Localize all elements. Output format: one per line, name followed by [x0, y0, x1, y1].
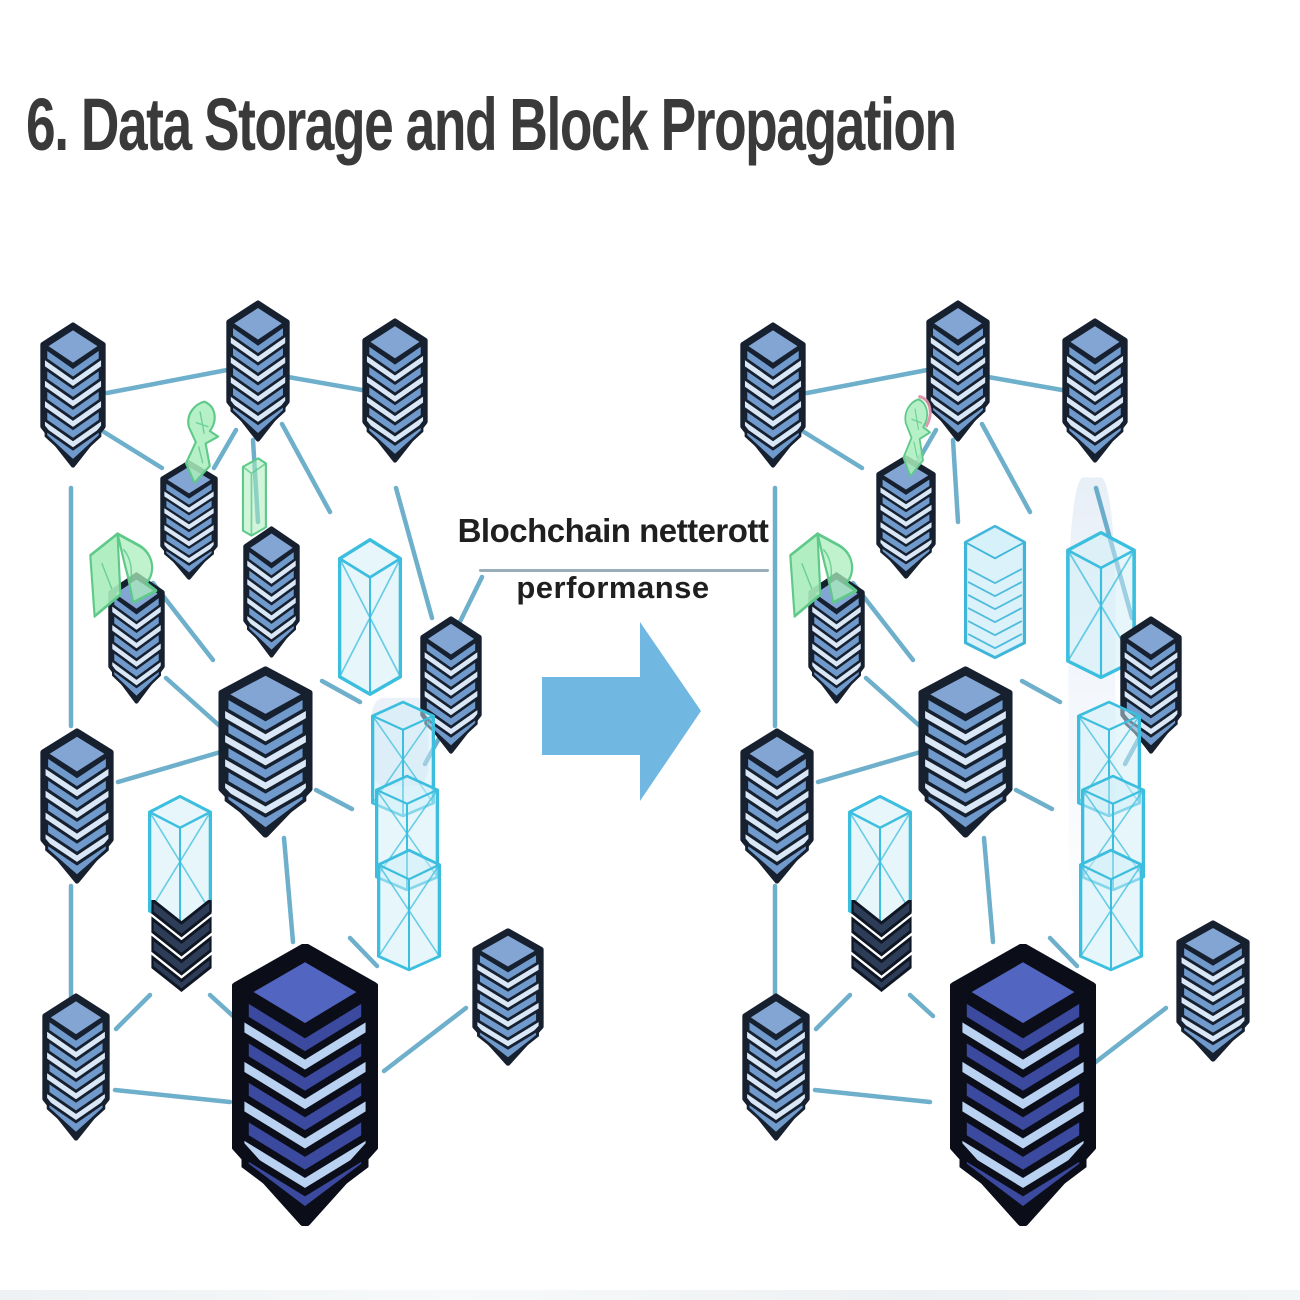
- storage-node: [929, 303, 988, 439]
- storage-node: [162, 462, 215, 577]
- storage-node: [743, 731, 811, 881]
- edge-line: [207, 992, 236, 1019]
- storage-node: [878, 457, 933, 576]
- storage-node: [43, 325, 104, 465]
- storage-node: [245, 529, 297, 656]
- edge-line: [863, 675, 925, 731]
- storage-node: [475, 931, 541, 1063]
- edge-line: [319, 678, 363, 705]
- center-label-line1: Blochchain netterott: [457, 512, 769, 549]
- primary-storage-node: [956, 950, 1090, 1221]
- storage-node: [365, 321, 426, 460]
- center-label: Blochchain netterott performanse: [448, 512, 778, 606]
- edge-line: [104, 367, 230, 396]
- network-left: [43, 303, 541, 1221]
- edge-line: [804, 367, 930, 396]
- edge-line: [813, 992, 853, 1032]
- data-cube: [376, 848, 442, 972]
- edge-line: [393, 485, 435, 621]
- green-annotation-icon: [903, 397, 930, 477]
- primary-storage-node: [238, 950, 372, 1221]
- edge-line: [113, 992, 153, 1032]
- storage-node: [222, 669, 309, 834]
- edge-line: [907, 992, 936, 1019]
- storage-node: [1065, 321, 1126, 460]
- edge-line: [211, 427, 239, 471]
- edge-line: [112, 1087, 233, 1105]
- page-title: 6. Data Storage and Block Propagation: [26, 83, 957, 166]
- edge-line: [985, 374, 1065, 393]
- edge-line: [812, 1087, 933, 1105]
- storage-node: [45, 996, 108, 1138]
- label-underline: [479, 569, 769, 572]
- edge-line: [101, 429, 165, 471]
- edge-line: [979, 421, 1033, 515]
- edge-line: [1081, 1005, 1169, 1074]
- edge-line: [981, 835, 996, 945]
- edge-line: [801, 429, 865, 471]
- green-annotation-icon: [186, 402, 218, 483]
- edge-line: [1013, 787, 1055, 812]
- storage-node: [1179, 923, 1247, 1059]
- data-cube: [337, 538, 403, 696]
- edge-line: [115, 748, 227, 785]
- storage-node: [229, 303, 288, 439]
- data-cube-striped: [963, 524, 1027, 660]
- data-cube: [1078, 848, 1144, 972]
- storage-node: [43, 731, 111, 881]
- edge-line: [347, 935, 380, 969]
- edge-line: [950, 437, 961, 525]
- network-right: [743, 303, 1247, 1221]
- edge-line: [279, 421, 333, 515]
- edge-line: [1047, 935, 1080, 969]
- edge-line: [381, 1005, 469, 1074]
- networks-layer: [43, 303, 1247, 1221]
- scan-artifact-strip: [0, 1290, 1300, 1300]
- edge-line: [313, 787, 355, 812]
- flow-arrow-icon: [542, 622, 701, 801]
- edge-line: [285, 374, 365, 393]
- edge-line: [1019, 678, 1063, 705]
- green-annotation-icon: [241, 457, 267, 537]
- edge-line: [163, 675, 225, 731]
- edge-line: [815, 748, 927, 785]
- storage-node: [743, 325, 804, 465]
- storage-node: [745, 996, 808, 1138]
- edge-line: [281, 835, 296, 945]
- center-label-line2: performanse: [516, 569, 710, 605]
- storage-node: [922, 669, 1009, 834]
